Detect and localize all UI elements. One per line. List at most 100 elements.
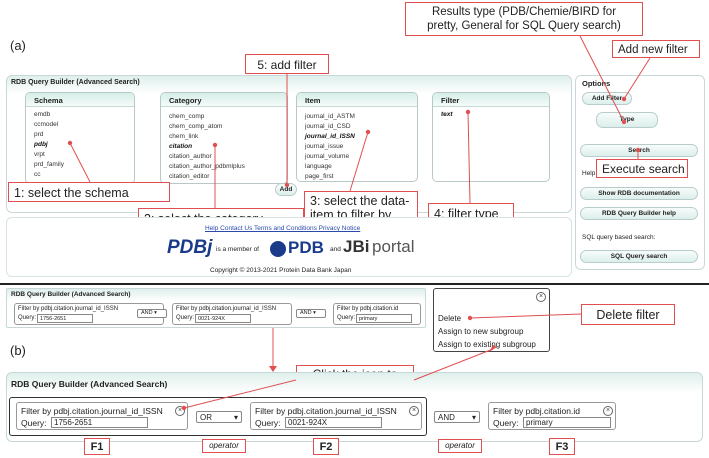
bottom-filter-2-menu-icon[interactable]: ×	[409, 406, 419, 416]
mid-filter-2: Filter by pdbj.citation.journal_id_ISSN …	[172, 303, 292, 325]
dot-add	[284, 182, 290, 188]
bottom-operator-2-select[interactable]: AND ▾	[434, 411, 480, 423]
operator-tag-2: operator	[438, 439, 482, 453]
type-label: Type	[619, 116, 635, 123]
mid-operator-2-select[interactable]: AND ▾	[296, 309, 326, 318]
category-item-chem-comp-atom[interactable]: chem_comp_atom	[169, 123, 223, 130]
category-header: Category	[161, 93, 287, 107]
bottom-filter-2-query-label: Query:	[255, 418, 281, 428]
bottom-filter-1: Filter by pdbj.citation.journal_id_ISSN …	[16, 402, 188, 430]
bottom-filter-3-menu-icon[interactable]: ×	[603, 406, 613, 416]
dot-filter	[465, 109, 471, 115]
arrow-up-head	[489, 345, 497, 352]
bottom-operator-1-chevron-icon: ▾	[233, 413, 238, 422]
section-divider	[0, 283, 709, 285]
bottom-filter-1-query-input[interactable]: 1756-2651	[51, 417, 148, 428]
dot-search	[635, 147, 641, 153]
mid-filter-2-query-label: Query:	[176, 315, 195, 321]
bottom-operator-1-select[interactable]: OR▾	[196, 411, 242, 423]
item-journal-issue[interactable]: journal_issue	[305, 143, 344, 150]
category-item-citation-author-pdbmlplus[interactable]: citation_author_pdbmlplus	[169, 163, 245, 170]
item-language[interactable]: language	[305, 163, 332, 170]
item-journal-volume[interactable]: journal_volume	[305, 153, 350, 160]
category-item-citation-author[interactable]: citation_author	[169, 153, 212, 160]
mid-filter-1-label: Filter by pdbj.citation.journal_id_ISSN	[18, 306, 119, 312]
line-item	[349, 131, 369, 192]
member-text: is a member of	[216, 246, 259, 253]
mid-filter-2-query-input[interactable]: 0021-924X	[195, 314, 251, 323]
delete-filter-callout: Delete filter	[581, 304, 675, 325]
mid-filter-3-query-input[interactable]: primary	[356, 314, 412, 323]
schema-item-prd[interactable]: prd	[34, 131, 44, 138]
bottom-filter-3-query-input[interactable]: primary	[523, 417, 611, 428]
add-filter-button[interactable]: Add Filter	[582, 92, 632, 105]
panel-label-a: (a)	[10, 38, 26, 53]
bottom-filter-2-query-input[interactable]: 0021-924X	[285, 417, 382, 428]
item-journal-id-astm[interactable]: journal_id_ASTM	[305, 113, 355, 120]
wwpdb-text: PDB	[288, 238, 324, 257]
item-page-first[interactable]: page_first	[305, 173, 334, 180]
bottom-filter-3: Filter by pdbj.citation.id × Query: prim…	[488, 402, 616, 430]
dot-add-filter	[621, 96, 627, 102]
dot-type	[621, 119, 627, 125]
footer-links[interactable]: Help Contact Us Terms and Conditions Pri…	[205, 225, 361, 232]
category-item-citation[interactable]: citation	[169, 143, 193, 150]
dot-icon	[181, 405, 187, 411]
bottom-operator-2-value: AND	[438, 413, 455, 422]
schema-item-cc[interactable]: cc	[34, 171, 41, 178]
builder-title: RDB Query Builder (Advanced Search)	[11, 79, 140, 86]
menu-item-assign-new-subgroup[interactable]: Assign to new subgroup	[438, 327, 524, 336]
footer-panel	[6, 217, 572, 277]
item-journal-id-csd[interactable]: journal_id_CSD	[305, 123, 351, 130]
bottom-filter-3-label: Filter by pdbj.citation.id	[493, 406, 580, 416]
schema-item-emdb[interactable]: emdb	[34, 111, 51, 118]
mid-strip-title: RDB Query Builder (Advanced Search)	[11, 291, 131, 298]
line-results-type	[579, 35, 625, 123]
help-label: Help	[582, 170, 596, 177]
dot-schema	[67, 140, 73, 146]
bottom-filter-2-label: Filter by pdbj.citation.journal_id_ISSN	[255, 406, 397, 416]
category-item-citation-editor[interactable]: citation_editor	[169, 173, 210, 180]
rdb-query-builder-help-button[interactable]: RDB Query Builder help	[580, 207, 698, 220]
schema-header: Schema	[26, 93, 134, 107]
mid-filter-1: Filter by pdbj.citation.journal_id_ISSN …	[14, 303, 164, 325]
line-filter-type	[467, 111, 471, 204]
sql-query-search-button[interactable]: SQL Query search	[580, 250, 698, 263]
category-item-chem-link[interactable]: chem_link	[169, 133, 199, 140]
bottom-operator-2-chevron-icon: ▾	[471, 413, 476, 422]
and-text: and	[330, 246, 341, 253]
category-item-chem-comp[interactable]: chem_comp	[169, 113, 205, 120]
schema-item-vrpt[interactable]: vrpt	[34, 151, 45, 158]
wwpdb-globe-icon	[270, 241, 286, 257]
pdbj-logo: PDBj	[167, 237, 213, 258]
type-button[interactable]: Type	[596, 112, 658, 128]
show-rdb-documentation-button[interactable]: Show RDB documentation	[580, 187, 698, 200]
filter-column: Filter text	[432, 92, 550, 182]
menu-close-icon[interactable]: ×	[536, 292, 546, 302]
copyright: Copyright © 2013-2021 Protein Data Bank …	[210, 267, 352, 274]
mid-filter-2-label: Filter by pdbj.citation.journal_id_ISSN	[176, 306, 277, 312]
filter-group-outline	[9, 397, 427, 436]
bottom-filter-1-menu-icon[interactable]: ×	[175, 406, 185, 416]
jbi-logo: JBi	[343, 237, 370, 256]
mid-operator-1-select[interactable]: AND ▾	[137, 309, 167, 318]
wwpdb-logo: PDB	[270, 238, 328, 260]
item-journal-id-issn[interactable]: journal_id_ISSN	[305, 133, 355, 140]
filter-type-text[interactable]: text	[441, 111, 453, 118]
menu-item-assign-existing-subgroup[interactable]: Assign to existing subgroup	[438, 340, 536, 349]
bottom-builder-title: RDB Query Builder (Advanced Search)	[11, 379, 168, 389]
schema-item-pdbj[interactable]: pdbj	[34, 141, 48, 148]
bottom-filter-2: Filter by pdbj.citation.journal_id_ISSN …	[250, 402, 422, 430]
schema-item-prd-family[interactable]: prd_family	[34, 161, 64, 168]
f2-tag: F2	[313, 438, 339, 455]
mid-filter-1-query-input[interactable]: 1756-2651	[37, 314, 93, 323]
f1-tag: F1	[84, 438, 110, 455]
select-schema-callout: 1: select the schema	[8, 182, 170, 202]
schema-item-ccmodel[interactable]: ccmodel	[34, 121, 59, 128]
menu-item-delete[interactable]: Delete	[438, 314, 462, 323]
add-new-filter-callout: Add new filter	[612, 40, 700, 58]
execute-search-callout: Execute search	[596, 159, 688, 178]
mid-filter-3-query-label: Query:	[337, 315, 356, 321]
category-column: Category chem_comp chem_comp_atom chem_l…	[160, 92, 288, 184]
